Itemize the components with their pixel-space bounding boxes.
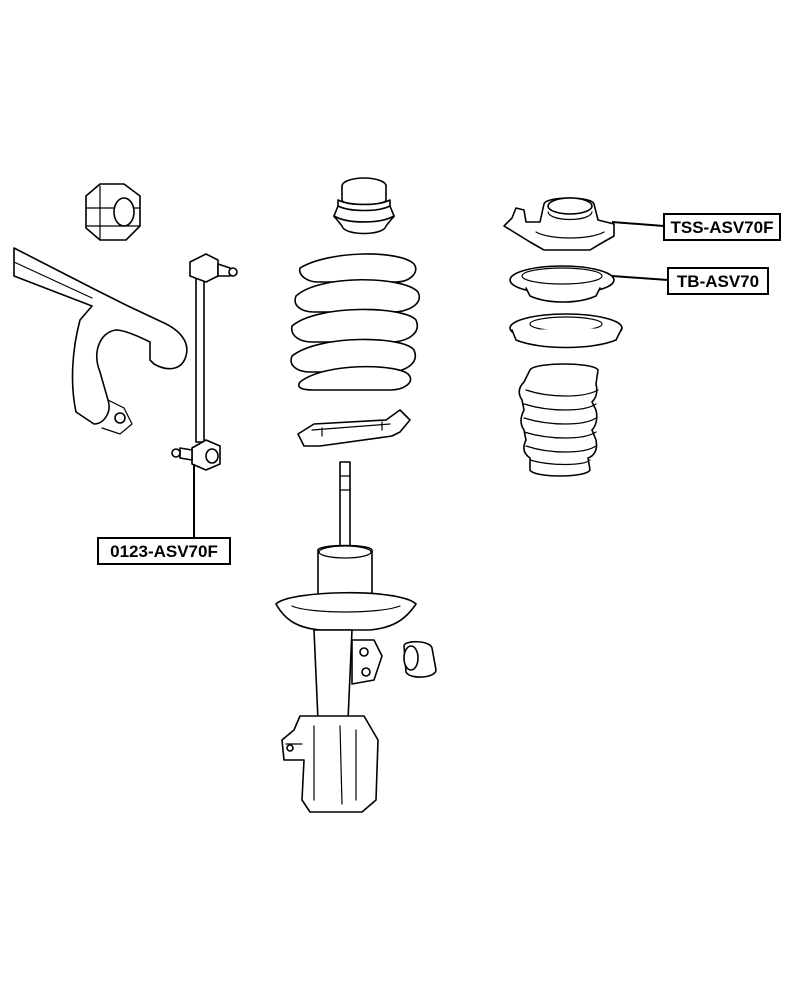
stabilizer-bar	[13, 247, 188, 435]
upper-spring-seat	[509, 313, 623, 349]
dust-boot	[518, 363, 599, 477]
callout-top-support: TSS-ASV70F	[663, 213, 781, 241]
callout-top-support-text: TSS-ASV70F	[671, 218, 774, 237]
callout-stabilizer-link: 0123-ASV70F	[97, 537, 231, 565]
bump-stopper	[333, 177, 395, 235]
strut-assembly	[275, 461, 417, 813]
stabilizer-bushing	[85, 183, 141, 241]
rubber-bushing	[403, 640, 437, 678]
callout-stabilizer-link-text: 0123-ASV70F	[110, 542, 218, 561]
strut-bearing	[509, 265, 615, 303]
strut-mount	[503, 197, 615, 251]
leader-top-support	[611, 221, 665, 227]
stabilizer-link	[171, 253, 238, 471]
callout-bearing-text: TB-ASV70	[677, 272, 759, 291]
callout-bearing: TB-ASV70	[667, 267, 769, 295]
coil-spring	[290, 253, 421, 391]
spring-insulator	[297, 409, 411, 447]
leader-bearing	[611, 275, 669, 281]
